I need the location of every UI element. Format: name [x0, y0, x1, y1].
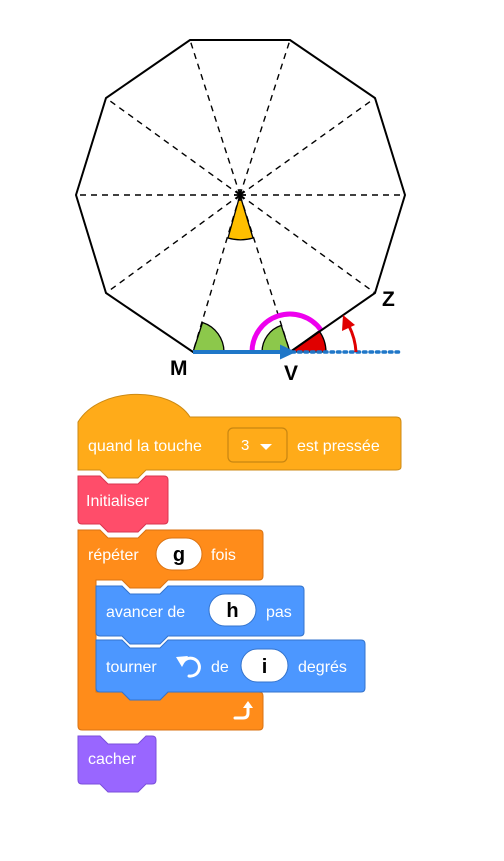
- repeat-count-value: g: [173, 544, 185, 566]
- repeat-block-suffix: fois: [211, 547, 236, 564]
- turn-block-middle: de: [211, 659, 229, 676]
- event-block-prefix: quand la touche: [88, 438, 202, 455]
- turn-block-prefix: tourner: [106, 659, 157, 676]
- radius-line: [105, 97, 241, 196]
- radius-line: [239, 39, 291, 196]
- turn-block[interactable]: tourner de i degrés: [95, 639, 366, 701]
- move-block[interactable]: avancer de h pas: [95, 585, 305, 645]
- angle-mark-center: [227, 192, 254, 241]
- repeat-block[interactable]: répéter g fois: [77, 529, 264, 731]
- radius-line: [239, 194, 376, 294]
- hide-block[interactable]: cacher: [77, 735, 157, 793]
- key-dropdown[interactable]: [227, 427, 288, 463]
- key-dropdown-value: 3: [241, 437, 249, 454]
- arc-interior-angle: [249, 311, 323, 353]
- repeat-block-prefix: répéter: [88, 547, 139, 564]
- turn-degrees-input[interactable]: [240, 648, 289, 683]
- move-block-prefix: avancer de: [106, 604, 185, 621]
- init-block[interactable]: Initialiser: [77, 475, 169, 533]
- turn-degrees-value: i: [262, 656, 268, 678]
- rotation-arrowhead: [342, 315, 355, 331]
- loop-arrow-icon: [233, 701, 253, 720]
- move-steps-value: h: [226, 600, 238, 622]
- move-block-suffix: pas: [266, 604, 292, 621]
- radius-line: [189, 39, 241, 196]
- move-steps-input[interactable]: [208, 593, 257, 627]
- radius-line: [105, 194, 241, 294]
- scratch-script: quand la touche 3 est pressée Initialise…: [77, 393, 402, 793]
- vector-mv-arrowhead: [280, 344, 296, 360]
- radius-line: [239, 97, 376, 196]
- hide-block-label: cacher: [88, 751, 137, 768]
- angle-mark-m: [192, 321, 225, 353]
- point-label-z: Z: [382, 288, 395, 311]
- decagon-figure: M V Z: [74, 39, 407, 385]
- point-label-v: V: [284, 362, 298, 385]
- event-block[interactable]: quand la touche 3 est pressée: [77, 393, 402, 479]
- rotate-left-icon: [176, 656, 201, 678]
- repeat-count-input[interactable]: [155, 537, 203, 571]
- event-block-suffix: est pressée: [297, 438, 380, 455]
- init-block-label: Initialiser: [86, 493, 150, 510]
- rotation-arrow: [347, 325, 358, 353]
- turn-block-suffix: degrés: [298, 659, 347, 676]
- center-point: [234, 189, 246, 201]
- chevron-down-icon: [260, 444, 272, 450]
- point-label-m: M: [170, 357, 188, 380]
